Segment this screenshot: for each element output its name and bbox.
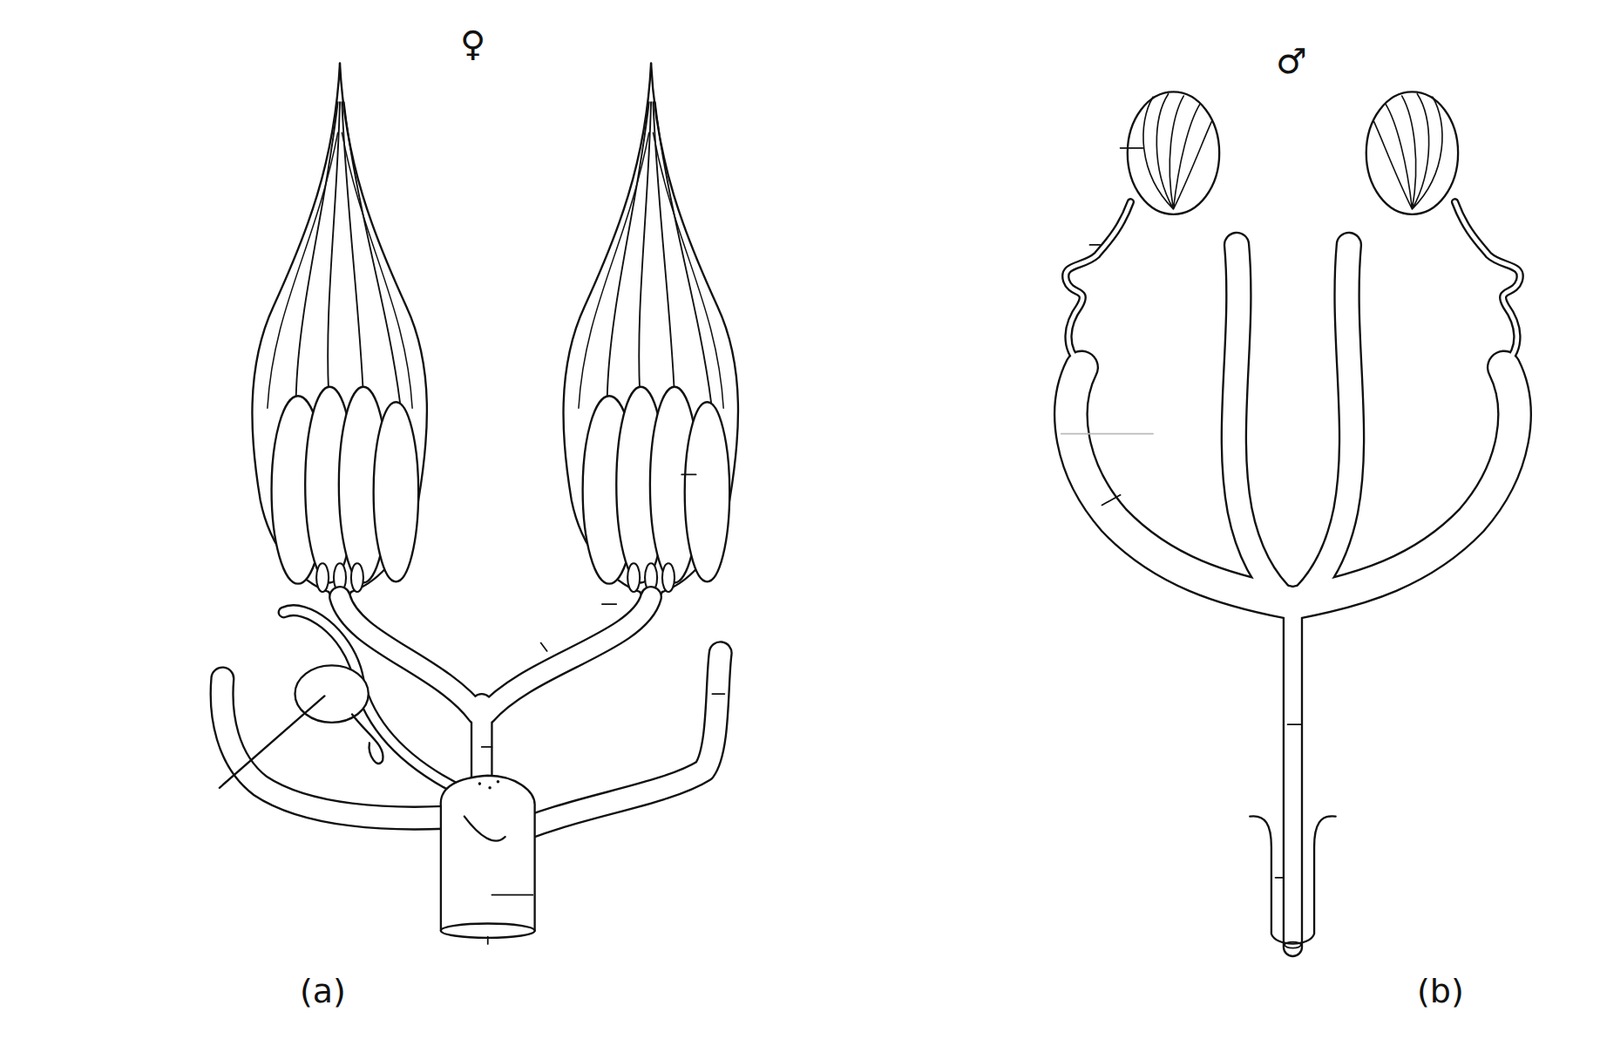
panel-letter: (a) [299, 974, 346, 1008]
sex-symbol: ♂ [1275, 43, 1308, 79]
sex-symbol: ♀ [460, 26, 486, 62]
panel-letter: (b) [1416, 974, 1465, 1008]
